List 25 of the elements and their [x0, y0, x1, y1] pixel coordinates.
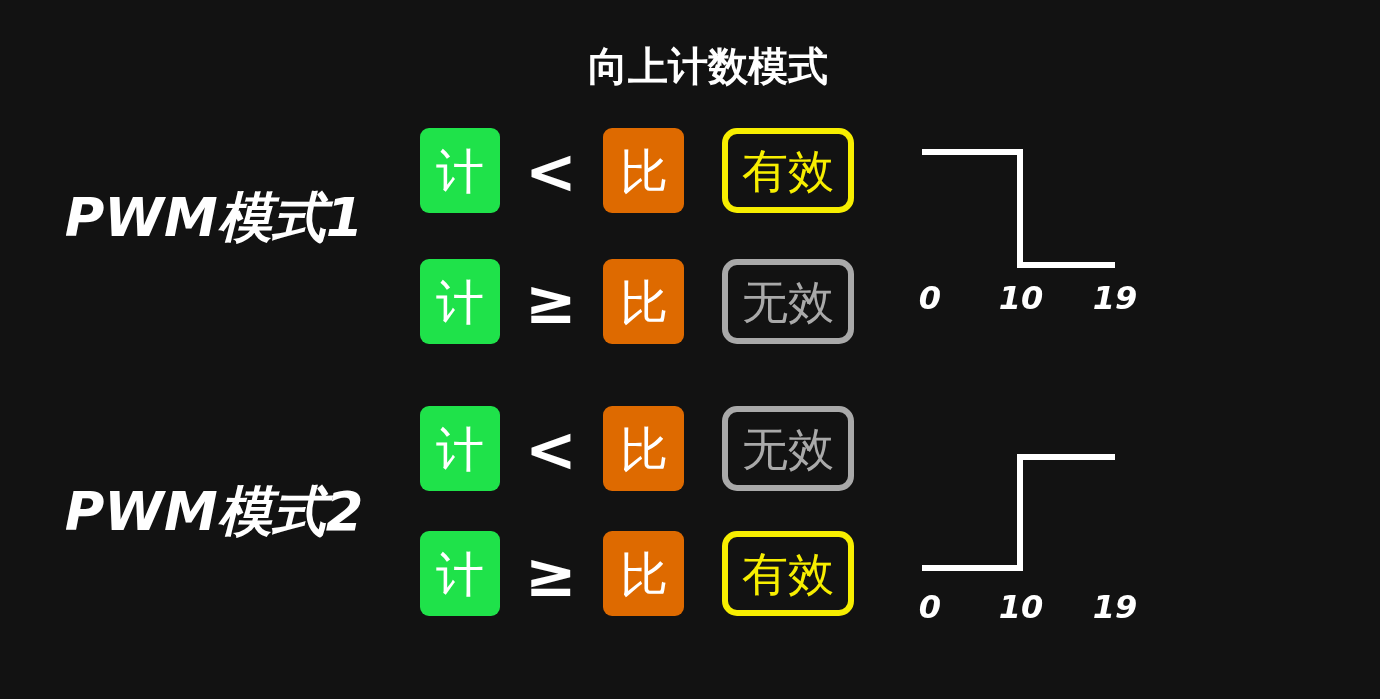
- axis-tick-label: 10: [998, 591, 1044, 623]
- state-box: 有效: [722, 531, 854, 616]
- count-tile: 计: [420, 531, 500, 616]
- compare-tile: 比: [603, 531, 684, 616]
- state-box: 无效: [722, 259, 854, 344]
- axis-tick-label: 19: [1092, 591, 1138, 623]
- axis-tick-label: 19: [1092, 282, 1138, 314]
- compare-tile: 比: [603, 406, 684, 491]
- comparison-sign: ≥: [525, 544, 577, 606]
- count-tile: 计: [420, 128, 500, 213]
- compare-tile: 比: [603, 128, 684, 213]
- axis-tick-label: 0: [918, 282, 942, 314]
- comparison-sign: <: [525, 419, 577, 481]
- title: 向上计数模式: [588, 46, 828, 86]
- state-box: 有效: [722, 128, 854, 213]
- mode-label: PWM模式1: [64, 191, 364, 245]
- count-tile: 计: [420, 259, 500, 344]
- axis-tick-label: 0: [918, 591, 942, 623]
- comparison-sign: <: [525, 141, 577, 203]
- axis-tick-label: 10: [998, 282, 1044, 314]
- compare-tile: 比: [603, 259, 684, 344]
- mode-label: PWM模式2: [64, 485, 364, 539]
- state-box: 无效: [722, 406, 854, 491]
- count-tile: 计: [420, 406, 500, 491]
- comparison-sign: ≥: [525, 271, 577, 333]
